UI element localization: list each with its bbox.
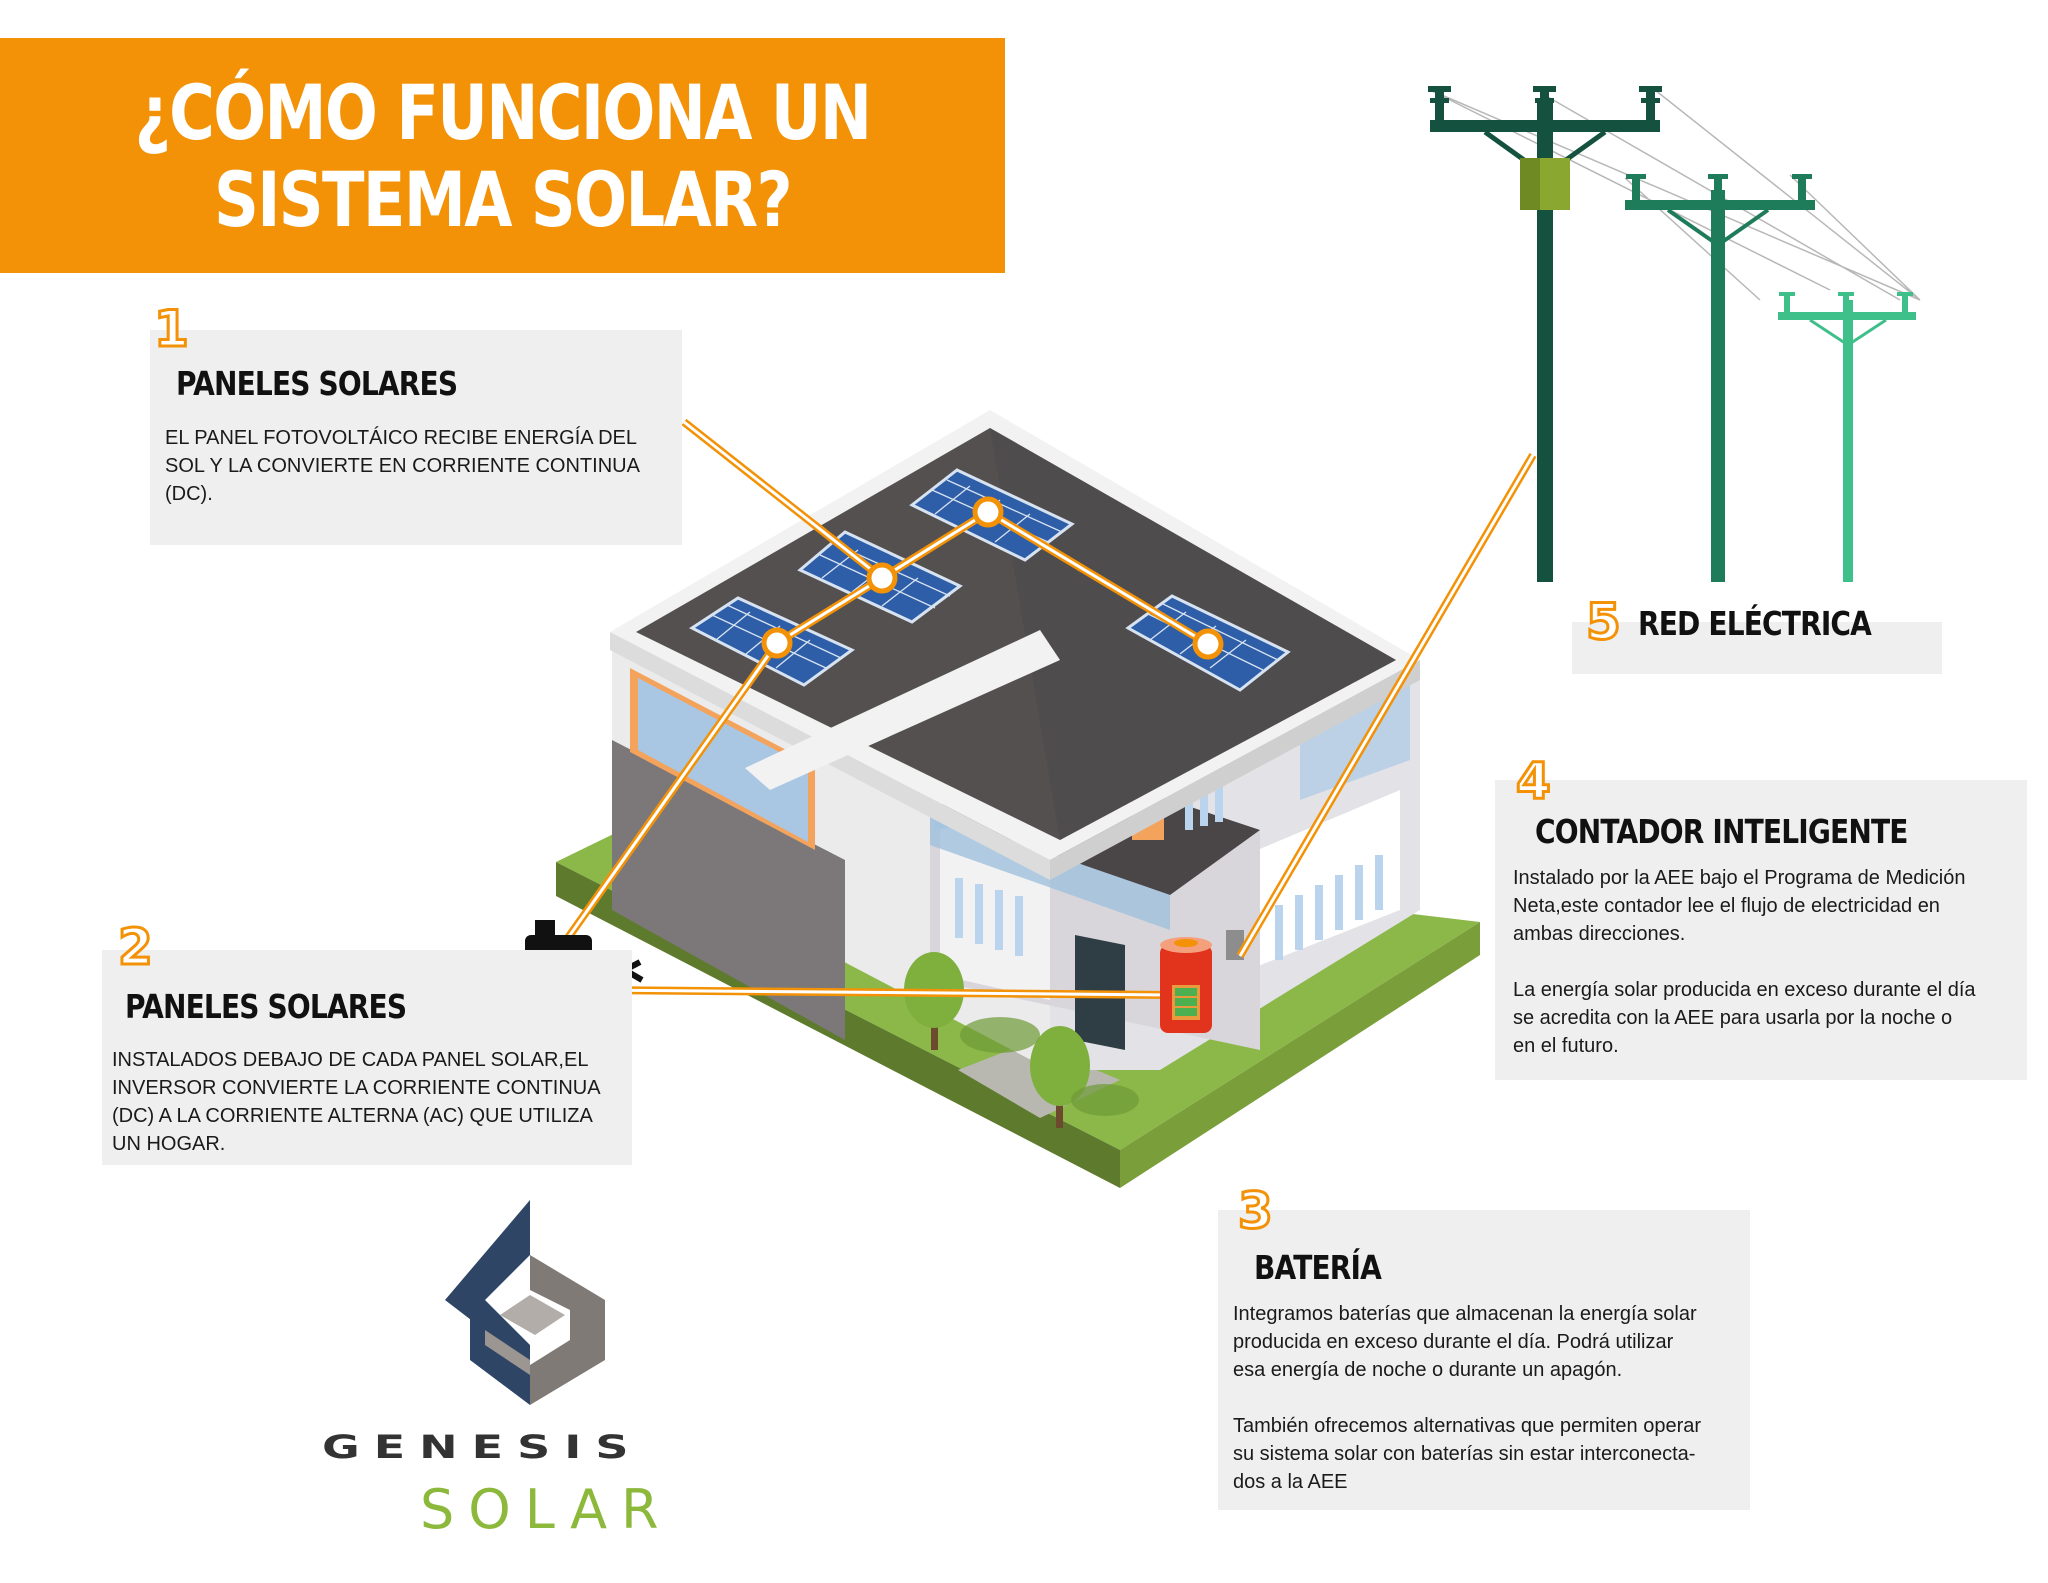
- title-line-2: SISTEMA SOLAR?: [214, 155, 793, 244]
- step-2-body: INSTALADOS DEBAJO DE CADA PANEL SOLAR,EL…: [112, 1049, 601, 1155]
- step-2-heading: PANELES SOLARES: [125, 987, 407, 1026]
- power-poles: [1428, 86, 1921, 582]
- step-3-number: 3: [1237, 1182, 1275, 1240]
- step-4-body: Instalado por la AEE bajo el Programa de…: [1513, 867, 1976, 1057]
- step-4-number: 4: [1515, 752, 1553, 810]
- step-5-box: [1572, 622, 1942, 674]
- title-banner: ¿CÓMO FUNCIONA UN SISTEMA SOLAR?: [0, 38, 1005, 273]
- step-1-heading: PANELES SOLARES: [176, 364, 458, 403]
- title-line-1: ¿CÓMO FUNCIONA UN: [134, 68, 872, 157]
- step-5-heading: RED ELÉCTRICA: [1638, 604, 1872, 643]
- step-4-box: [1495, 780, 2027, 1080]
- logo-brand-text: GENESIS: [322, 1428, 643, 1466]
- step-1-body: EL PANEL FOTOVOLTÁICO RECIBE ENERGÍA DEL…: [165, 427, 640, 505]
- step-3-box: [1218, 1210, 1750, 1510]
- trees: [904, 952, 1139, 1128]
- step-4-heading: CONTADOR INTELIGENTE: [1535, 812, 1908, 851]
- step-2-number: 2: [117, 918, 155, 976]
- step-2-box: [102, 950, 632, 1165]
- step-1-number: 1: [153, 300, 191, 358]
- step-3-heading: BATERÍA: [1254, 1248, 1382, 1287]
- battery-icon: [1160, 937, 1212, 1033]
- logo-sub-text: SOLAR: [420, 1478, 673, 1541]
- step-3-body: Integramos baterías que almacenan la ene…: [1233, 1303, 1702, 1493]
- step-5-number: 5: [1585, 593, 1623, 651]
- genesis-logo-mark: [445, 1200, 605, 1405]
- step-1-box: [150, 330, 682, 545]
- connection-nodes: [761, 496, 1224, 660]
